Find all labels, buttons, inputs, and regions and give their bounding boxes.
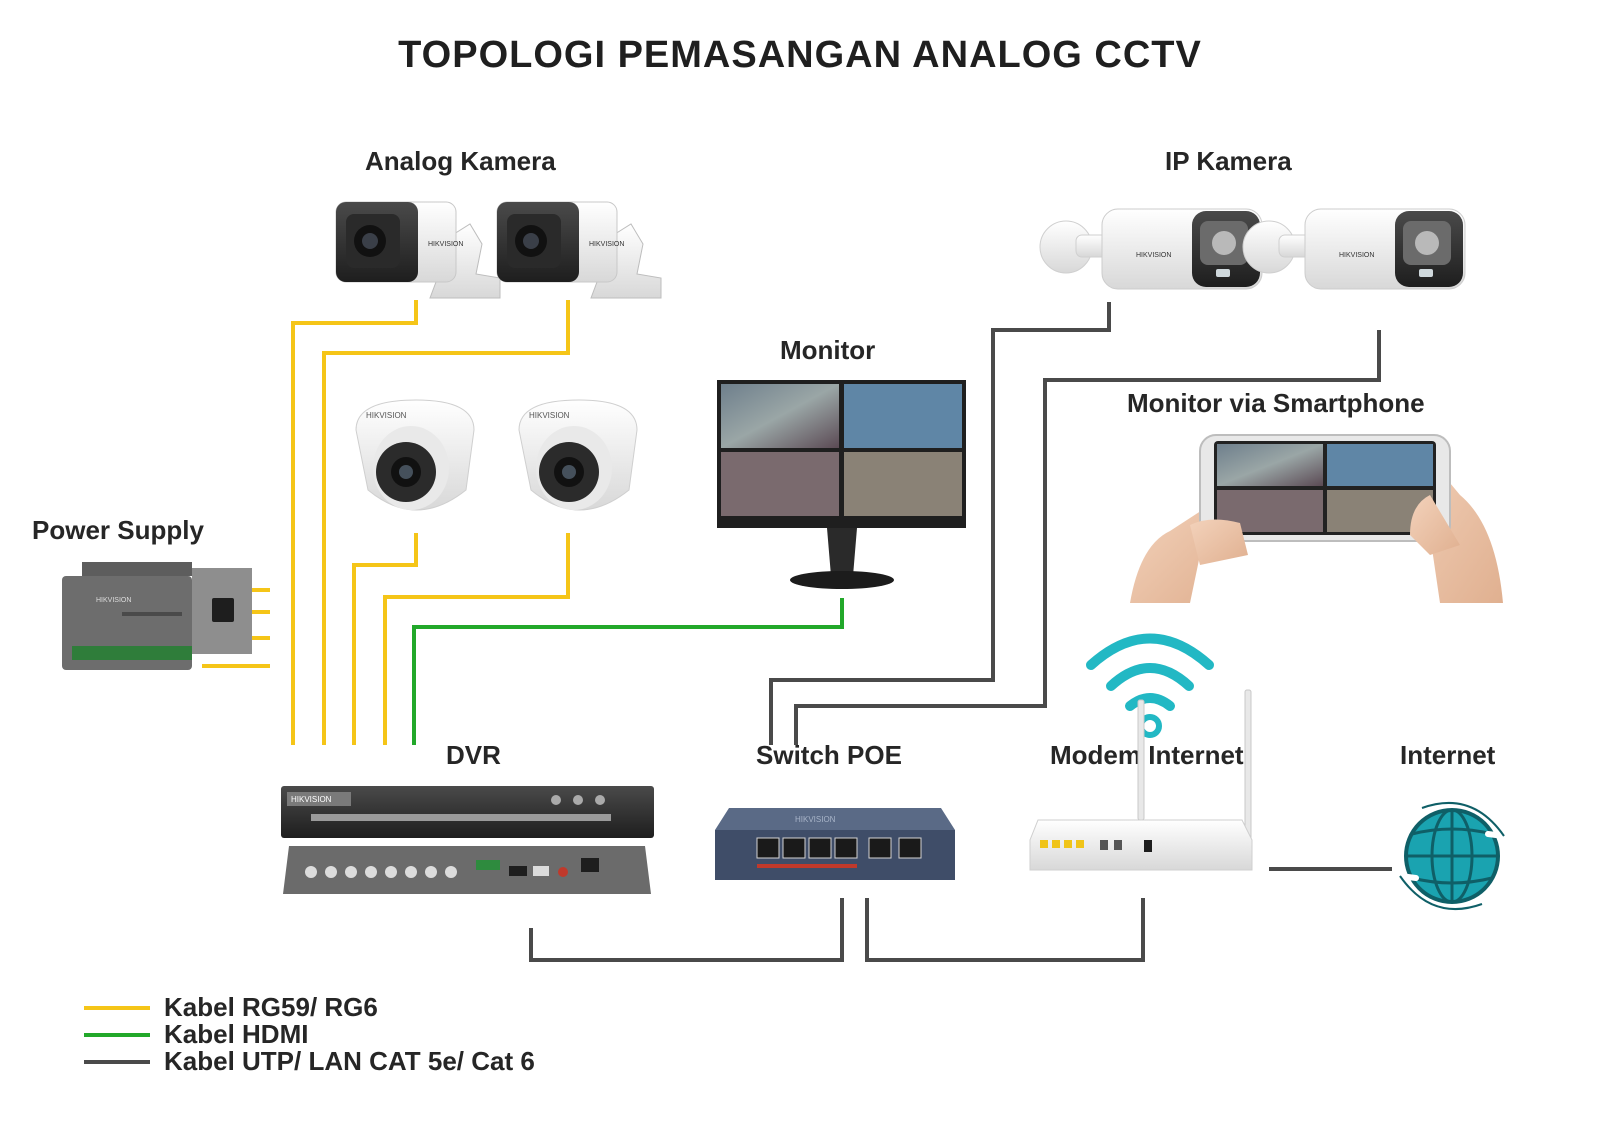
poe-switch-icon: HIKVISION [715, 808, 955, 880]
brand-text: HIKVISION [291, 795, 332, 804]
power-supply-icon: HIKVISION [62, 562, 252, 670]
brand-text: HIKVISION [1136, 252, 1171, 259]
label-internet: Internet [1400, 740, 1496, 770]
bullet-camera-icon: HIKVISION [335, 201, 501, 299]
legend-item-utp: Kabel UTP/ LAN CAT 5e/ Cat 6 [84, 1046, 535, 1077]
brand-text: HIKVISION [589, 241, 624, 248]
legend-label-hdmi: Kabel HDMI [164, 1019, 309, 1049]
ip-camera-icon: HIKVISION [1039, 208, 1263, 290]
legend-label-utp: Kabel UTP/ LAN CAT 5e/ Cat 6 [164, 1046, 535, 1076]
legend-swatch-utp [84, 1059, 150, 1064]
brand-text: HIKVISION [96, 597, 131, 604]
dome-camera-icon: HIKVISION [355, 399, 475, 511]
label-power-supply: Power Supply [32, 515, 204, 545]
rg59-cable-3 [352, 533, 418, 745]
legend-item-hdmi: Kabel HDMI [84, 1019, 308, 1050]
legend-swatch-hdmi [84, 1032, 150, 1037]
rg59-cable-1 [291, 300, 418, 745]
utp-cable-ipcam1 [769, 302, 1111, 745]
monitor-icon [717, 380, 966, 589]
utp-cables [529, 302, 1392, 962]
label-dvr: DVR [446, 740, 501, 770]
label-ip-camera: IP Kamera [1165, 146, 1292, 176]
label-analog-camera: Analog Kamera [365, 146, 556, 176]
legend-label-rg59: Kabel RG59/ RG6 [164, 992, 378, 1022]
rg59-cable-2 [322, 300, 570, 745]
brand-text: HIKVISION [795, 815, 836, 824]
brand-text: HIKVISION [529, 411, 570, 420]
brand-text: HIKVISION [366, 411, 407, 420]
label-monitor: Monitor [780, 335, 876, 365]
ip-camera-icon: HIKVISION [1242, 208, 1466, 290]
dome-camera-icon: HIKVISION [518, 399, 638, 511]
diagram-title: TOPOLOGI PEMASANGAN ANALOG CCTV [398, 34, 1202, 76]
hdmi-cable [412, 598, 844, 745]
legend-swatch-rg59 [84, 1005, 150, 1010]
label-switch-poe: Switch POE [756, 740, 902, 770]
rg59-cable-4 [383, 533, 570, 745]
utp-cable-dvr-switch [529, 898, 844, 962]
label-monitor-smartphone: Monitor via Smartphone [1127, 388, 1425, 418]
utp-cable-switch-modem [865, 898, 1145, 962]
router-icon [1029, 689, 1253, 871]
brand-text: HIKVISION [1339, 252, 1374, 259]
label-modem: Modem Internet [1050, 740, 1244, 770]
dvr-icon: HIKVISION [281, 786, 654, 894]
bullet-camera-icon: HIKVISION [496, 201, 662, 299]
legend-item-rg59: Kabel RG59/ RG6 [84, 992, 378, 1023]
utp-cable-ipcam2 [794, 330, 1381, 745]
brand-text: HIKVISION [428, 241, 463, 248]
rg59-cables [202, 300, 570, 745]
wifi-icon [1086, 633, 1214, 738]
smartphone-icon [1130, 434, 1503, 603]
globe-icon [1397, 799, 1507, 913]
